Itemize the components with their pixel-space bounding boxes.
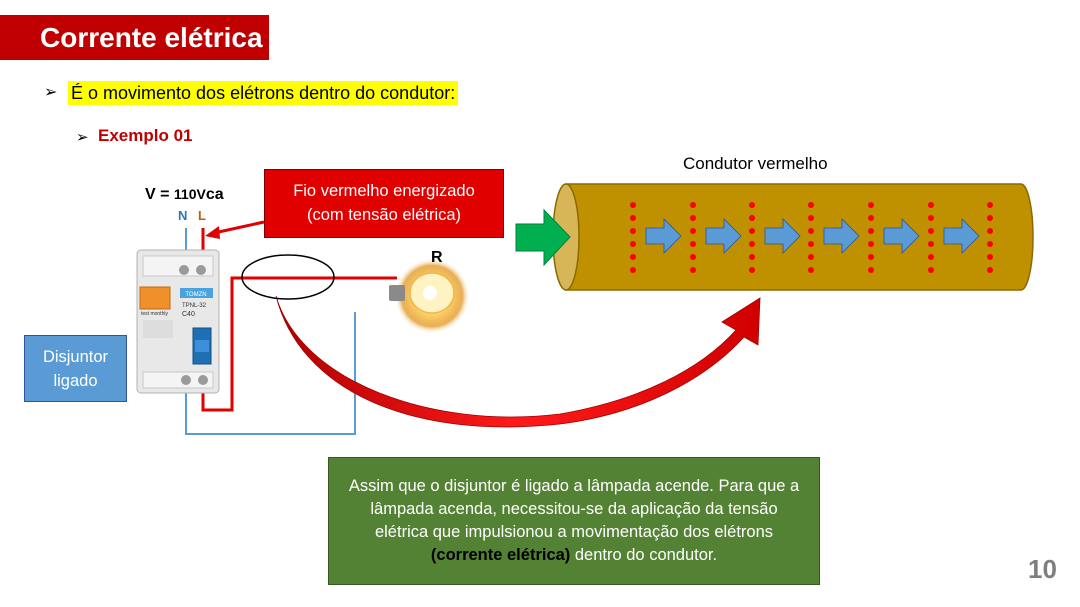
electron-dot xyxy=(987,215,993,221)
electron-dot xyxy=(690,215,696,221)
electron-dot xyxy=(690,202,696,208)
electron-dot xyxy=(868,254,874,260)
page-number: 10 xyxy=(1028,554,1057,584)
flow-arrow-icon xyxy=(823,218,860,254)
title-banner xyxy=(0,15,269,60)
svg-text:test monthly: test monthly xyxy=(141,311,168,317)
electron-dot xyxy=(630,228,636,234)
electron-dot xyxy=(928,228,934,234)
electron-dot xyxy=(868,267,874,273)
electron-dot xyxy=(987,202,993,208)
flow-arrow-icon xyxy=(705,218,742,254)
electron-dot xyxy=(630,254,636,260)
electron-dot xyxy=(868,241,874,247)
flow-arrow-icon xyxy=(645,218,682,254)
electron-dot xyxy=(868,228,874,234)
explanation-bold: (corrente elétrica) xyxy=(430,546,571,564)
electron-dot xyxy=(928,202,934,208)
terminal-l-label: L xyxy=(198,208,206,223)
bullet-arrow-icon: ➢ xyxy=(44,84,58,101)
breaker-box-line: Disjuntor xyxy=(42,348,109,366)
electron-dot xyxy=(987,267,993,273)
electron-dot xyxy=(987,241,993,247)
callout-line: Fio vermelho energizado xyxy=(293,182,475,200)
electron-dot xyxy=(928,267,934,273)
live-wire-loop xyxy=(201,276,397,412)
bullet-arrow-icon: ➢ xyxy=(76,129,89,146)
electron-dot xyxy=(868,202,874,208)
wire-highlight-ellipse xyxy=(241,254,335,300)
voltage-label: V = 110Vca xyxy=(145,186,224,203)
electron-dot xyxy=(928,215,934,221)
example-heading: Exemplo 01 xyxy=(98,126,193,145)
electron-dot xyxy=(928,241,934,247)
electron-dot xyxy=(630,215,636,221)
explanation-text-end: dentro do condutor. xyxy=(570,546,718,564)
breaker-box-line: ligado xyxy=(53,372,98,390)
electron-dot xyxy=(808,254,814,260)
entry-arrow xyxy=(515,208,571,267)
electron-dot xyxy=(690,254,696,260)
flow-arrow-icon xyxy=(943,218,980,254)
electron-dot xyxy=(749,241,755,247)
svg-text:TOMZN: TOMZN xyxy=(185,292,206,298)
electron-columns xyxy=(630,202,993,273)
breaker-on-label-box: Disjuntor ligado xyxy=(24,335,127,402)
electron-dot xyxy=(987,254,993,260)
conductor-label: Condutor vermelho xyxy=(683,154,828,173)
definition-text: É o movimento dos elétrons dentro do con… xyxy=(68,81,459,105)
flow-arrow-icon xyxy=(764,218,801,254)
callout-line: (com tensão elétrica) xyxy=(306,206,462,224)
electron-dot xyxy=(868,215,874,221)
electron-dot xyxy=(690,228,696,234)
electron-dot xyxy=(808,241,814,247)
electron-dot xyxy=(808,202,814,208)
svg-text:TPNL-32: TPNL-32 xyxy=(182,303,207,309)
explanation-box: Assim que o disjuntor é ligado a lâmpada… xyxy=(328,457,820,585)
lightbulb xyxy=(389,258,470,334)
breaker-device: TOMZN TPNL-32 C40 test monthly xyxy=(136,249,220,394)
electron-dot xyxy=(808,215,814,221)
electron-dot xyxy=(749,254,755,260)
flow-arrows xyxy=(645,218,980,254)
callout-pointer xyxy=(205,220,265,239)
electron-dot xyxy=(630,241,636,247)
electron-dot xyxy=(690,267,696,273)
electron-dot xyxy=(630,202,636,208)
electron-dot xyxy=(987,228,993,234)
terminal-n-label: N xyxy=(178,208,188,223)
page-title: Corrente elétrica xyxy=(40,22,263,53)
electron-dot xyxy=(749,228,755,234)
electron-dot xyxy=(749,202,755,208)
current-flow-curved-arrow xyxy=(275,295,761,428)
electron-dot xyxy=(928,254,934,260)
flow-arrow-icon xyxy=(883,218,920,254)
electron-dot xyxy=(749,267,755,273)
svg-text:C40: C40 xyxy=(182,311,195,318)
electron-dot xyxy=(749,215,755,221)
electron-dot xyxy=(808,267,814,273)
explanation-text: Assim que o disjuntor é ligado a lâmpada… xyxy=(348,477,800,541)
resistor-label: R xyxy=(431,249,443,266)
energized-wire-callout: Fio vermelho energizado (com tensão elét… xyxy=(264,169,504,238)
electron-dot xyxy=(690,241,696,247)
electron-dot xyxy=(630,267,636,273)
electron-dot xyxy=(808,228,814,234)
